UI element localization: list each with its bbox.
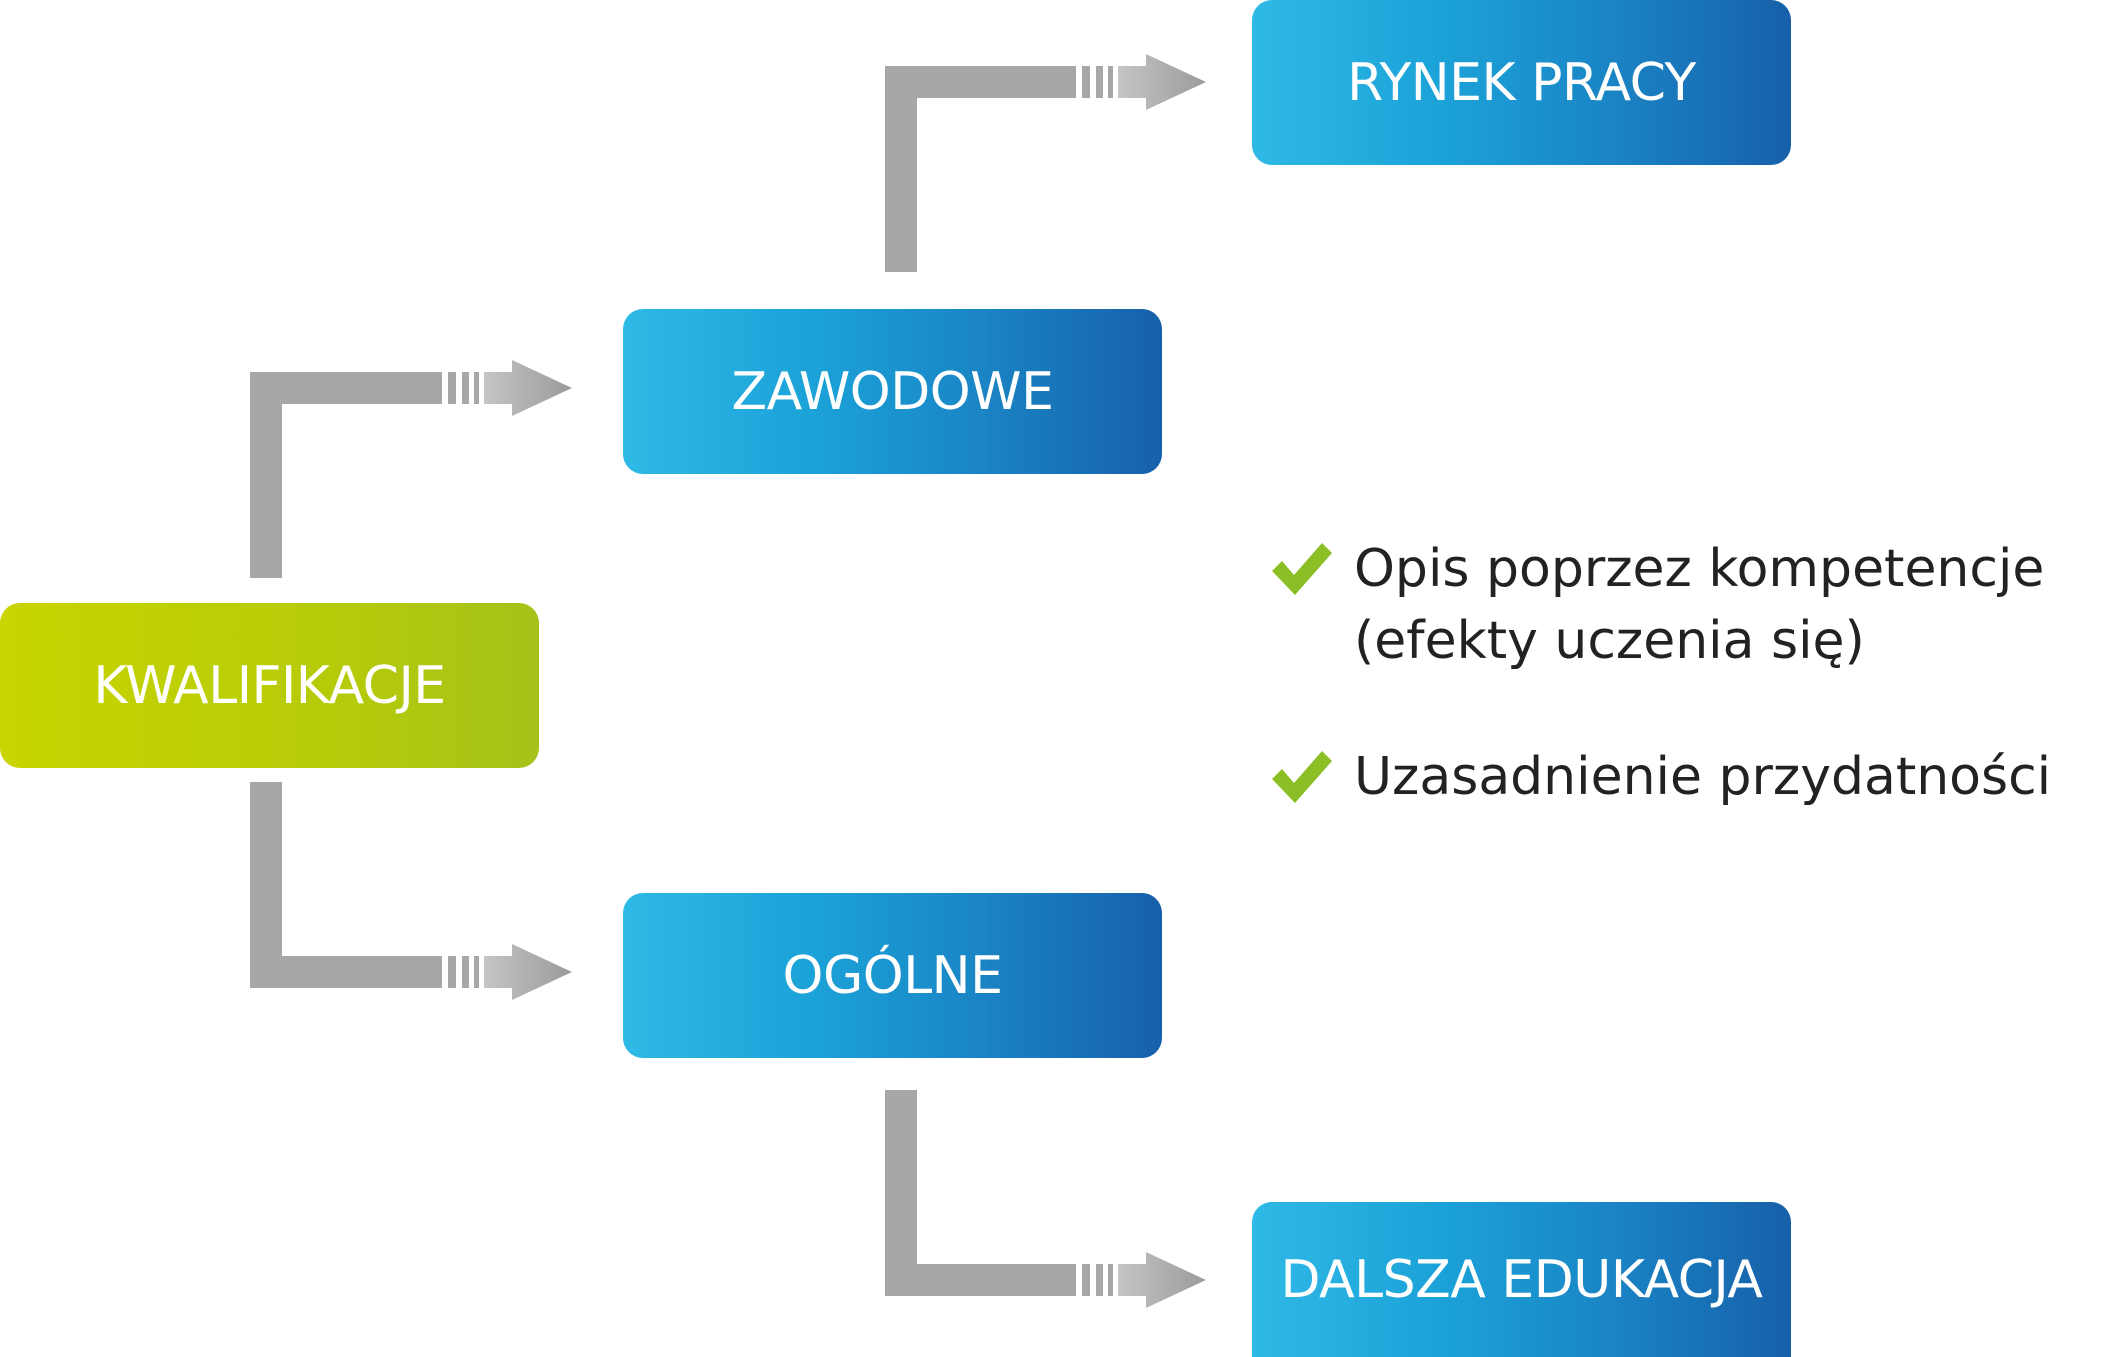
checklist-item: Uzasadnienie przydatności	[1270, 741, 2070, 813]
checklist-item: Opis poprzez kompetencje (efekty uczenia…	[1270, 533, 2070, 677]
arrow-kwalifikacje-to-zawodowe	[250, 360, 572, 578]
checklist-item-text: Uzasadnienie przydatności	[1354, 741, 2051, 813]
arrow-ogolne-to-dalsza-edukacja	[885, 1090, 1206, 1308]
checklist-item-line: (efekty uczenia się)	[1354, 611, 1865, 671]
check-icon	[1272, 543, 1332, 595]
node-zawodowe-label: ZAWODOWE	[731, 361, 1054, 422]
node-rynek-pracy: RYNEK PRACY	[1252, 0, 1791, 165]
checklist-item-line: Uzasadnienie przydatności	[1354, 747, 2052, 807]
arrow-kwalifikacje-to-ogolne	[250, 782, 572, 1000]
node-kwalifikacje: KWALIFIKACJE	[0, 603, 539, 768]
arrow-zawodowe-to-rynek-pracy	[885, 54, 1206, 272]
node-ogolne-label: OGÓLNE	[782, 945, 1003, 1006]
checklist: Opis poprzez kompetencje (efekty uczenia…	[1270, 533, 2070, 877]
node-dalsza-edukacja: DALSZA EDUKACJA	[1252, 1202, 1791, 1357]
check-icon	[1272, 751, 1332, 803]
node-zawodowe: ZAWODOWE	[623, 309, 1162, 474]
node-ogolne: OGÓLNE	[623, 893, 1162, 1058]
checklist-item-text: Opis poprzez kompetencje (efekty uczenia…	[1354, 533, 2044, 677]
node-kwalifikacje-label: KWALIFIKACJE	[93, 655, 446, 716]
node-rynek-pracy-label: RYNEK PRACY	[1347, 52, 1696, 113]
checklist-item-line: Opis poprzez kompetencje	[1354, 539, 2045, 599]
node-dalsza-edukacja-label: DALSZA EDUKACJA	[1280, 1249, 1763, 1310]
